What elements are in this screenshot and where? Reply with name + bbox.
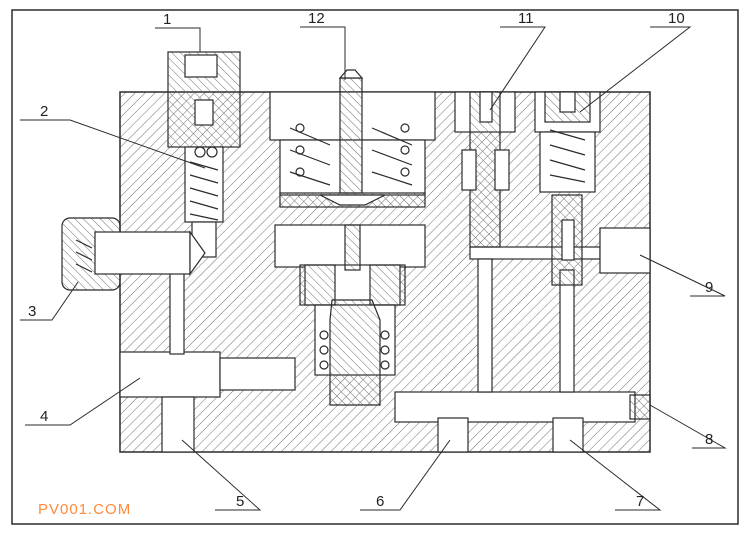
callout-numbers: 1 2 3 4 5 6 7 8 9 10 11 12 [28,10,713,510]
callout-12: 12 [308,10,325,27]
plug-3 [61,217,206,291]
vertical-passage-left [169,271,185,355]
bore-10-lower [539,131,596,193]
leader-2 [20,119,206,169]
vertical-passage-11 [477,258,493,393]
callout-9: 9 [705,279,713,296]
drawing-frame [11,9,739,525]
leader-7 [569,439,662,511]
vertical-passage-10 [559,269,575,393]
valve-1-cartridge [167,51,241,258]
port-5-bore [161,396,195,453]
leader-12 [300,26,346,80]
port-4-passage [219,357,296,391]
watermark-text: PV001.COM [38,501,131,518]
leader-8 [649,404,727,449]
leader-5 [181,439,262,511]
callout-10: 10 [668,10,685,27]
callout-4: 4 [40,408,48,425]
callout-3: 3 [28,303,36,320]
valve-11-cartridge [461,91,510,248]
callout-2: 2 [40,103,48,120]
callout-7: 7 [636,493,644,510]
bottom-gallery [394,391,636,423]
leader-9 [639,254,726,297]
leader-6 [360,439,451,511]
callout-11: 11 [518,10,534,27]
port-6-bore [437,417,469,453]
leader-lines [20,26,727,511]
leader-1 [155,27,201,52]
leader-11 [489,26,546,111]
callout-8: 8 [705,431,713,448]
callout-6: 6 [376,493,384,510]
leader-10 [579,26,692,113]
callout-1: 1 [163,11,171,28]
port-9-bore [599,227,651,274]
leader-4 [25,377,141,426]
leader-3 [20,281,79,321]
port-4-bore [119,351,221,398]
plug-8 [629,394,651,420]
valve-10-cartridge [544,91,591,286]
valve-12-assembly [279,69,426,406]
callout-5: 5 [236,493,244,510]
